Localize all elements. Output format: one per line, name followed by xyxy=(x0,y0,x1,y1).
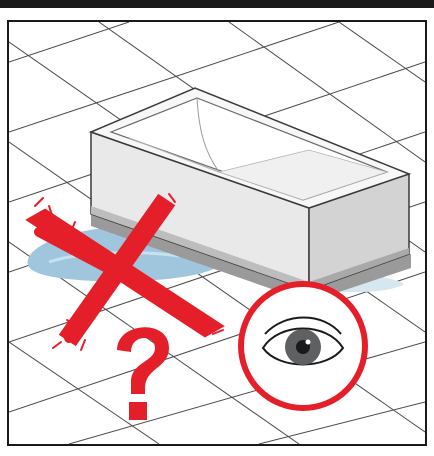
question-mark-icon xyxy=(117,327,169,420)
eye-inspection-icon xyxy=(238,281,368,411)
red-x-mark-icon xyxy=(25,193,225,351)
pictogram-canvas xyxy=(9,22,425,444)
illustration-frame xyxy=(7,20,427,446)
top-rule xyxy=(0,0,434,8)
bathtub-icon xyxy=(88,87,412,302)
